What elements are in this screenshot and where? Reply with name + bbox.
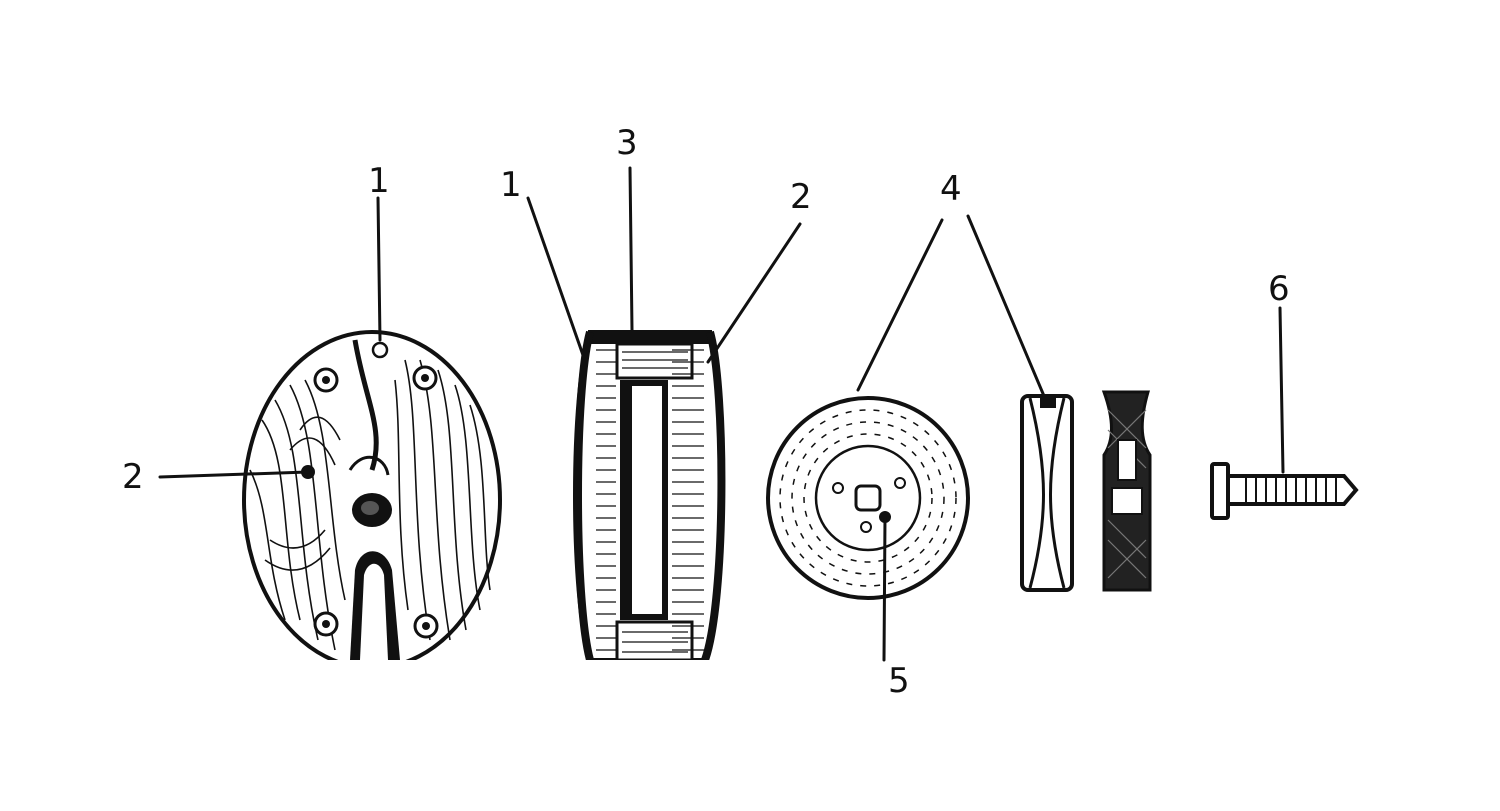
leader-sheave-4a [856,218,944,392]
leader-sheave-5 [882,515,887,662]
pin-bolt [1210,462,1359,520]
rivet-icon [371,341,389,359]
shell-hatching [596,349,704,653]
leader-block-2 [158,470,310,479]
wooden-block-side-view [242,330,502,660]
wood-grain-lines [249,359,491,651]
leader-pin-6 [1278,306,1285,474]
leader-lines [158,166,1285,662]
rivet-icon [313,367,339,393]
callout-label-shell-3: 3 [616,123,638,163]
rivet-icon [313,611,339,637]
rivet-icon [412,365,438,391]
callout-label-pin-6: 6 [1268,269,1290,309]
sheave-edge-view-grooved [1020,394,1074,592]
sheave-edge-view-section [1101,390,1152,592]
leader-shell-2 [706,222,802,364]
leader-shell-1 [526,196,586,360]
leader-shell-3 [628,166,634,332]
block-shell-front-view [573,330,726,660]
callout-label-sheave-5: 5 [888,661,910,701]
sheave-face-view [766,396,970,600]
rivet-icon [413,613,439,639]
leader-block-1 [376,196,382,342]
leader-sheave-4b [966,214,1046,398]
callout-label-block-1: 1 [368,161,390,201]
callout-label-shell-1: 1 [500,165,522,205]
callout-label-shell-2: 2 [790,177,812,217]
callout-label-block-2: 2 [122,457,144,497]
callout-label-sheave-4: 4 [940,169,962,209]
